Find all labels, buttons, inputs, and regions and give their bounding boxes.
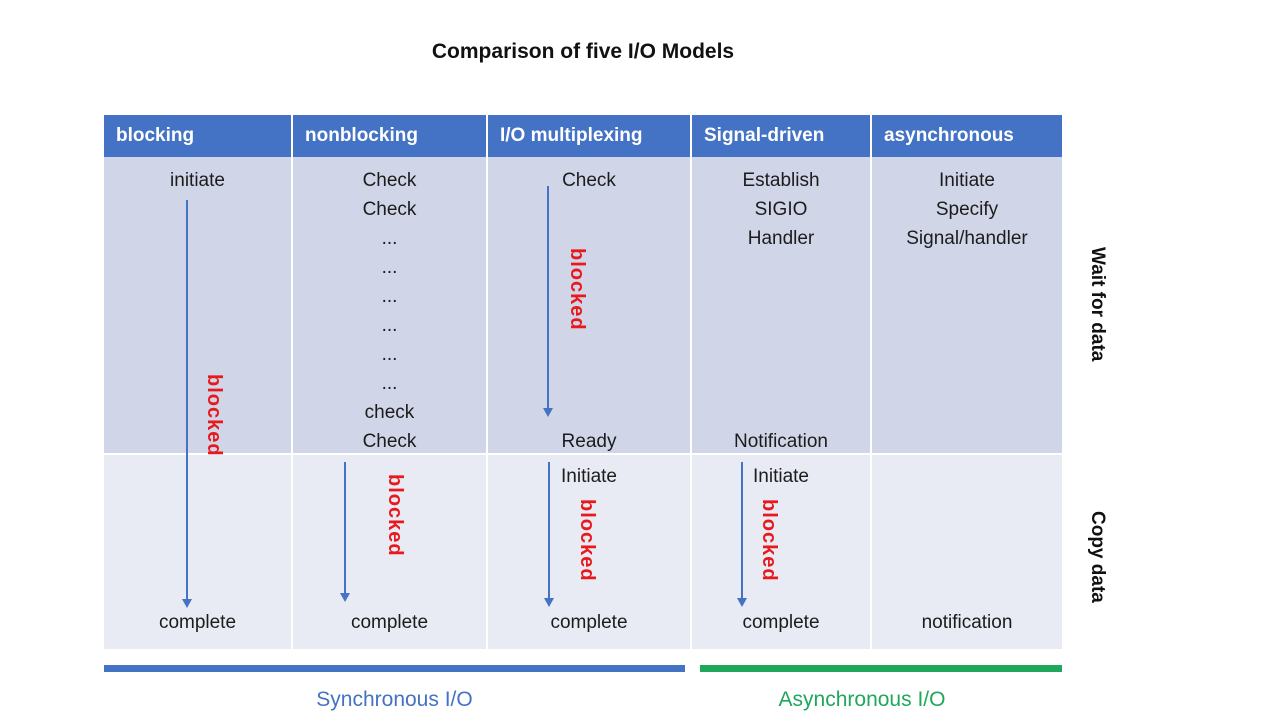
col-header-asynchronous: asynchronous bbox=[872, 115, 1062, 157]
arrow-multiplexing-wait bbox=[543, 186, 553, 417]
col-header-blocking: blocking bbox=[104, 115, 291, 157]
synchronous-bar bbox=[104, 665, 685, 672]
cell-blocking-complete: complete bbox=[158, 612, 237, 633]
row-label-wait-for-data: Wait for data bbox=[1087, 246, 1108, 362]
blocked-label-nonblocking: blocked bbox=[384, 474, 406, 557]
copy-cell-blocking bbox=[104, 455, 291, 649]
cell-multiplexing-ready: Ready bbox=[561, 431, 617, 452]
page-title: Comparison of five I/O Models bbox=[431, 40, 735, 63]
arrow-down-icon bbox=[543, 408, 553, 417]
cell-async-initiate: Initiate Specify Signal/handler bbox=[906, 170, 1028, 249]
col-header-multiplexing: I/O multiplexing bbox=[488, 115, 690, 157]
arrow-down-icon bbox=[340, 593, 350, 602]
copy-cell-multiplexing bbox=[488, 455, 690, 649]
copy-cell-nonblocking bbox=[293, 455, 486, 649]
wait-cell-signal-driven bbox=[692, 157, 870, 453]
col-header-signal-driven: Signal-driven bbox=[692, 115, 870, 157]
cell-multiplexing-check: Check bbox=[562, 170, 616, 191]
blocked-label-multiplexing-wait: blocked bbox=[566, 248, 588, 331]
col-header-nonblocking: nonblocking bbox=[293, 115, 486, 157]
cell-signal-complete: complete bbox=[742, 612, 820, 633]
row-label-copy-data: Copy data bbox=[1087, 511, 1108, 603]
cell-signal-notification: Notification bbox=[734, 431, 828, 452]
cell-nonblocking-checks: Check Check ... ... ... ... ... ... chec… bbox=[362, 170, 417, 452]
cell-blocking-initiate: initiate bbox=[170, 170, 225, 191]
cell-nonblocking-complete: complete bbox=[350, 612, 429, 633]
cell-signal-establish: Establish SIGIO Handler bbox=[742, 170, 820, 249]
copy-cell-asynchronous bbox=[872, 455, 1062, 649]
copy-cell-signal-driven bbox=[692, 455, 870, 649]
arrow-signal-copy bbox=[737, 462, 747, 607]
cell-async-notification: notification bbox=[921, 612, 1013, 633]
wait-cell-nonblocking bbox=[293, 157, 486, 453]
blocked-label-signal-copy: blocked bbox=[758, 499, 780, 582]
synchronous-label: Synchronous I/O bbox=[316, 688, 473, 711]
blocked-label-blocking: blocked bbox=[203, 374, 225, 457]
asynchronous-label: Asynchronous I/O bbox=[778, 688, 946, 711]
arrow-multiplexing-copy bbox=[544, 462, 554, 607]
arrow-down-icon bbox=[737, 598, 747, 607]
arrow-down-icon bbox=[544, 598, 554, 607]
blocked-label-multiplexing-copy: blocked bbox=[576, 499, 598, 582]
arrow-blocking bbox=[182, 200, 192, 608]
asynchronous-bar bbox=[700, 665, 1062, 672]
cell-multiplexing-initiate: Initiate bbox=[561, 466, 617, 487]
wait-cell-multiplexing bbox=[488, 157, 690, 453]
arrow-down-icon bbox=[182, 599, 192, 608]
cell-multiplexing-complete: complete bbox=[550, 612, 628, 633]
arrow-nonblocking-copy bbox=[340, 462, 350, 602]
wait-cell-asynchronous bbox=[872, 157, 1062, 453]
cell-signal-initiate: Initiate bbox=[753, 466, 809, 487]
wait-cell-blocking bbox=[104, 157, 291, 453]
